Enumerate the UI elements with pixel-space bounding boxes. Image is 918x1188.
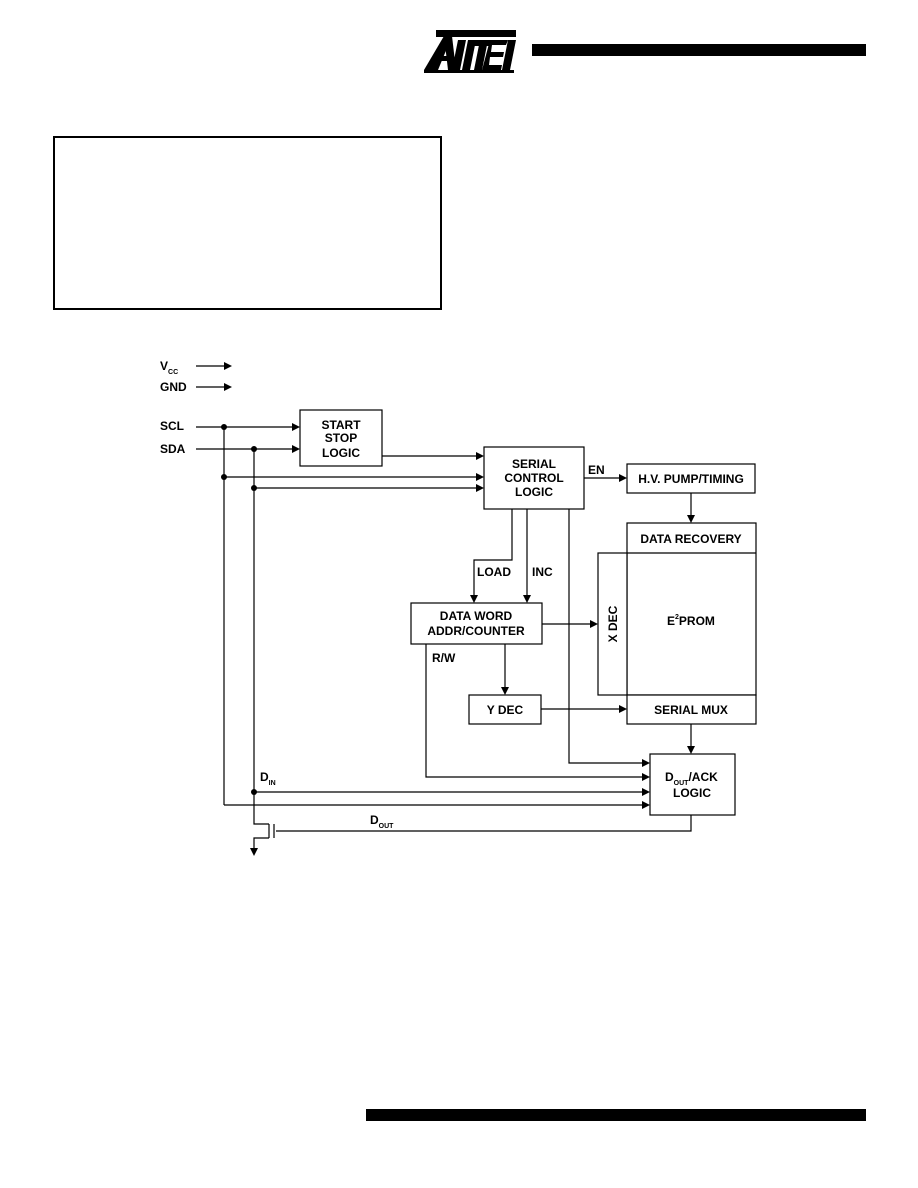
svg-text:SERIAL MUX: SERIAL MUX (654, 703, 728, 717)
control-to-dout (568, 509, 650, 767)
y-dec-block: Y DEC (468, 694, 542, 725)
sda-to-control (254, 484, 484, 492)
svg-text:LOGIC: LOGIC (515, 485, 553, 499)
pump-to-recovery (687, 493, 695, 523)
x-dec-block: X DEC (597, 552, 628, 696)
inc-line (523, 509, 531, 603)
vcc-arrow (196, 362, 232, 370)
hv-pump-timing-block: H.V. PUMP/TIMING (626, 463, 756, 494)
serial-control-logic-block: SERIAL CONTROL LOGIC (483, 446, 585, 510)
en-label: EN (588, 463, 605, 477)
svg-text:DATA WORD: DATA WORD (440, 609, 513, 623)
inc-label: INC (532, 565, 553, 579)
load-line (470, 509, 513, 603)
din-label: DIN (260, 770, 276, 787)
sda-line (196, 445, 300, 453)
svg-text:H.V. PUMP/TIMING: H.V. PUMP/TIMING (638, 472, 744, 486)
counter-to-ydec (501, 644, 509, 695)
serial-mux-block: SERIAL MUX (626, 694, 757, 725)
counter-to-xdec (542, 620, 598, 628)
header-rule (532, 44, 866, 56)
rw-to-dout (425, 644, 650, 781)
svg-text:STOP: STOP (325, 431, 357, 445)
svg-text:SERIAL: SERIAL (512, 457, 556, 471)
sda-label: SDA (160, 442, 186, 456)
rw-label: R/W (432, 651, 456, 665)
dout-ack-label: DOUT/ACK (665, 770, 718, 787)
data-word-addr-counter-block: DATA WORD ADDR/COUNTER (410, 602, 543, 645)
din-to-dout (254, 788, 650, 796)
dout-label: DOUT (370, 813, 394, 830)
scl-to-dout (224, 801, 650, 809)
data-recovery-label: DATA RECOVERY (640, 532, 741, 546)
start-stop-to-control (382, 452, 484, 460)
mux-to-dout (687, 724, 695, 754)
svg-text:ADDR/COUNTER: ADDR/COUNTER (427, 624, 525, 638)
svg-text:LOGIC: LOGIC (322, 446, 360, 460)
scl-line (196, 423, 300, 431)
scl-to-control (224, 473, 484, 481)
footer-rule (366, 1109, 866, 1121)
placeholder-frame (53, 136, 442, 310)
svg-text:X DEC: X DEC (606, 605, 620, 642)
gnd-arrow (196, 383, 232, 391)
en-arrow (584, 474, 627, 482)
svg-text:LOGIC: LOGIC (673, 786, 711, 800)
eeprom-array: DATA RECOVERY E2PROM (626, 522, 757, 696)
svg-text:START: START (321, 418, 361, 432)
svg-text:CONTROL: CONTROL (504, 471, 563, 485)
scl-label: SCL (160, 419, 184, 433)
load-label: LOAD (477, 565, 511, 579)
atmel-logo-icon (424, 30, 516, 73)
svg-text:Y DEC: Y DEC (487, 703, 524, 717)
eeprom-label: E2PROM (667, 614, 715, 628)
start-stop-logic-block: START STOP LOGIC (299, 409, 383, 467)
ydec-to-mux (541, 705, 627, 713)
gnd-label: GND (160, 380, 187, 394)
dout-ack-logic-block: DOUT/ACK LOGIC (649, 753, 736, 816)
vcc-label: VCC (160, 359, 178, 376)
dout-feedback (250, 815, 692, 856)
